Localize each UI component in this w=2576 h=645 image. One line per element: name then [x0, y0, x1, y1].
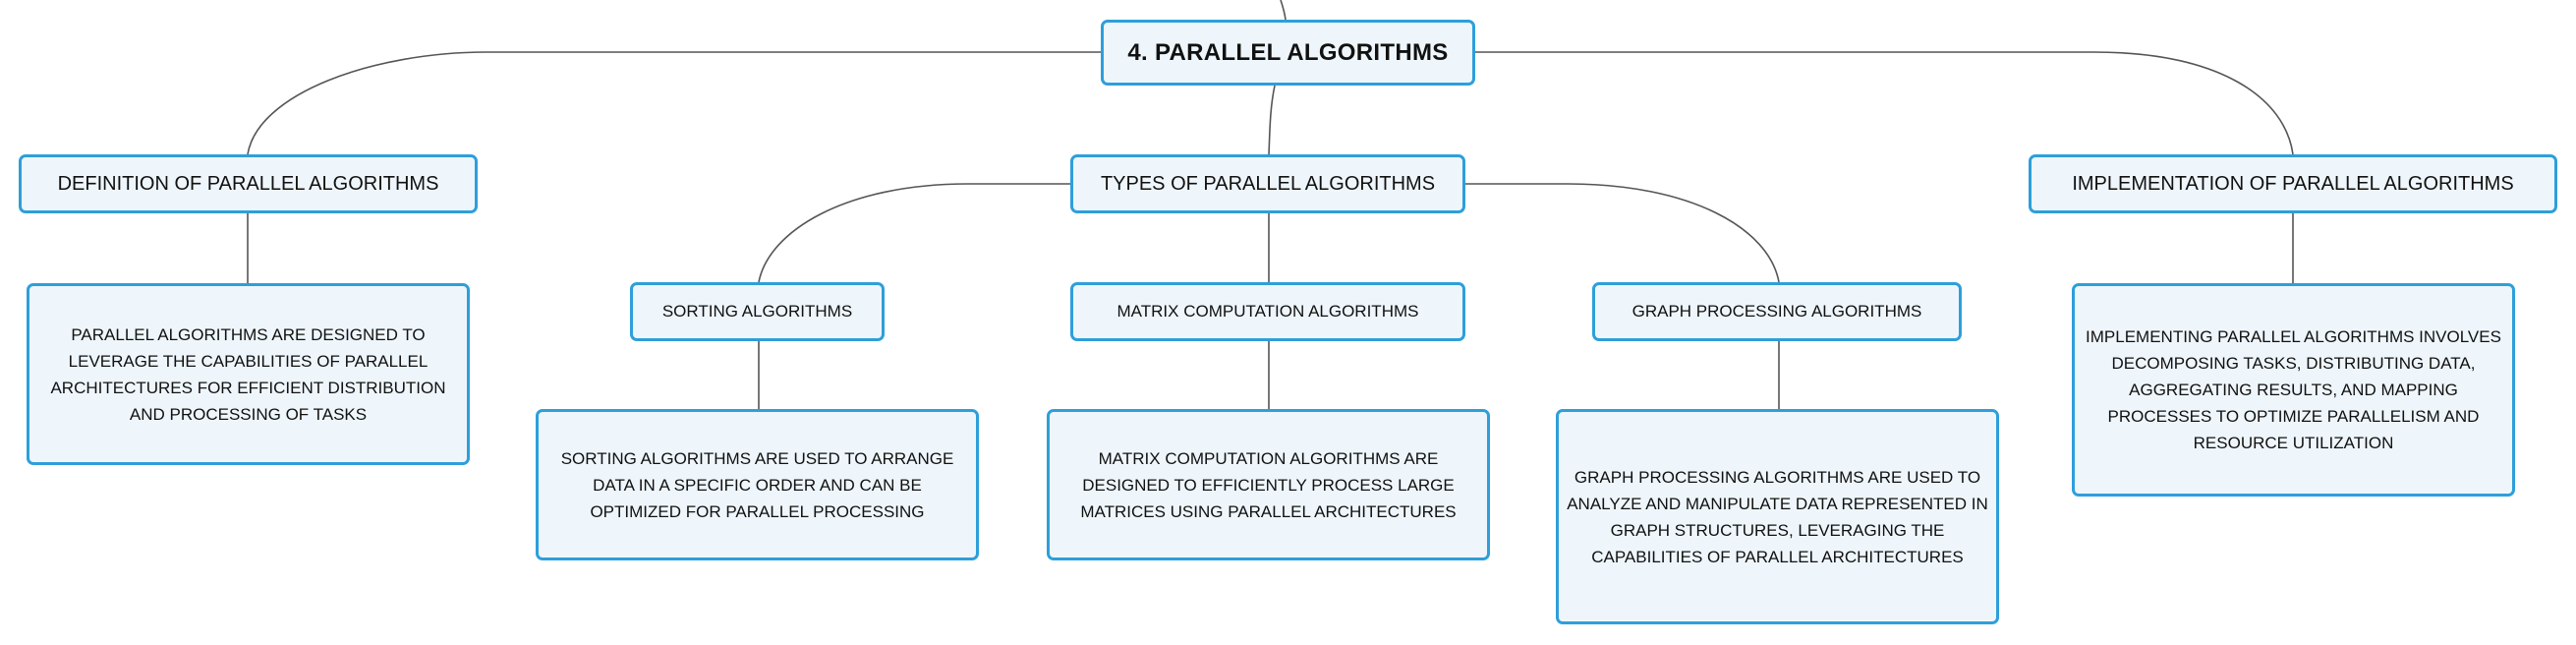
topic-implementation-label: IMPLEMENTATION OF PARALLEL ALGORITHMS — [2072, 172, 2514, 195]
graph-description-node: GRAPH PROCESSING ALGORITHMS ARE USED TO … — [1556, 409, 1999, 624]
definition-description-text: PARALLEL ALGORITHMS ARE DESIGNED TO LEVE… — [50, 324, 446, 424]
subtopic-matrix-node[interactable]: MATRIX COMPUTATION ALGORITHMS — [1070, 282, 1465, 341]
connector-parent-root — [1280, 0, 1287, 21]
connector-types-sorting — [758, 183, 1070, 283]
subtopic-matrix-label: MATRIX COMPUTATION ALGORITHMS — [1116, 302, 1419, 321]
connector-root-implementation — [1474, 51, 2294, 155]
topic-implementation-node[interactable]: IMPLEMENTATION OF PARALLEL ALGORITHMS — [2029, 154, 2557, 213]
connector-types-graph — [1465, 183, 1780, 283]
topic-definition-label: DEFINITION OF PARALLEL ALGORITHMS — [57, 172, 439, 195]
sorting-description-text: SORTING ALGORITHMS ARE USED TO ARRANGE D… — [560, 448, 954, 521]
matrix-description-node: MATRIX COMPUTATION ALGORITHMS ARE DESIGN… — [1047, 409, 1490, 560]
subtopic-graph-node[interactable]: GRAPH PROCESSING ALGORITHMS — [1592, 282, 1962, 341]
connector-root-definition — [247, 51, 1101, 155]
definition-description-node: PARALLEL ALGORITHMS ARE DESIGNED TO LEVE… — [27, 283, 470, 465]
subtopic-sorting-node[interactable]: SORTING ALGORITHMS — [630, 282, 885, 341]
matrix-description-text: MATRIX COMPUTATION ALGORITHMS ARE DESIGN… — [1080, 448, 1457, 521]
sorting-description-node: SORTING ALGORITHMS ARE USED TO ARRANGE D… — [536, 409, 979, 560]
subtopic-graph-label: GRAPH PROCESSING ALGORITHMS — [1631, 302, 1922, 321]
topic-types-label: TYPES OF PARALLEL ALGORITHMS — [1100, 172, 1436, 195]
root-topic-label: 4. PARALLEL ALGORITHMS — [1127, 38, 1449, 66]
graph-description-text: GRAPH PROCESSING ALGORITHMS ARE USED TO … — [1567, 467, 1988, 566]
topic-types-node[interactable]: TYPES OF PARALLEL ALGORITHMS — [1070, 154, 1465, 213]
topic-definition-node[interactable]: DEFINITION OF PARALLEL ALGORITHMS — [19, 154, 478, 213]
implementation-description-node: IMPLEMENTING PARALLEL ALGORITHMS INVOLVE… — [2072, 283, 2515, 497]
root-topic-node[interactable]: 4. PARALLEL ALGORITHMS — [1101, 20, 1475, 86]
subtopic-sorting-label: SORTING ALGORITHMS — [661, 302, 853, 321]
implementation-description-text: IMPLEMENTING PARALLEL ALGORITHMS INVOLVE… — [2086, 327, 2501, 452]
connector-root-types — [1268, 85, 1276, 155]
